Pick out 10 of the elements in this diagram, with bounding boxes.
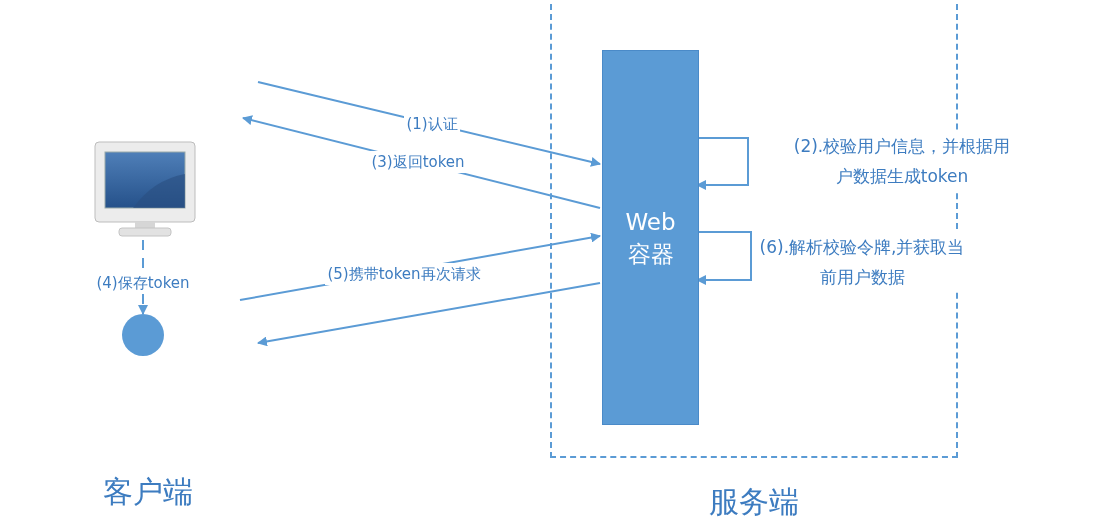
edge-label: (3)返回token [369,151,467,173]
client-title: 客户端 [103,472,193,511]
edge-label: (5)携带token再次请求 [325,263,483,285]
container-label: Web 容器 [624,207,677,269]
region-title: 服务端 [708,483,800,521]
computer-icon [93,140,197,240]
edge-label: (1)认证 [404,113,460,135]
arrow [257,282,601,347]
storage-circle [122,314,164,356]
container-box [602,50,699,425]
